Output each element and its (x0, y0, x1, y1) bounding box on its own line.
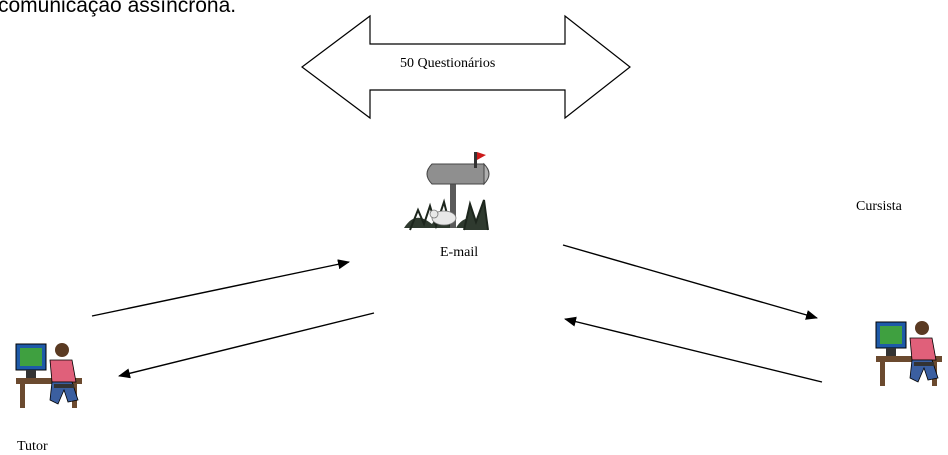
arrow-email-to-cursista (562, 244, 818, 320)
double-arrow-label: 50 Questionários (400, 56, 496, 71)
tutor-computer-icon (15, 343, 82, 408)
email-label: E-mail (440, 245, 479, 260)
arrow-email-to-tutor (118, 312, 375, 379)
cursista-label: Cursista (856, 199, 902, 214)
tutor-label: Tutor (17, 439, 48, 454)
page-heading: comunicação assíncrona. (0, 0, 237, 17)
arrow-cursista-to-email (564, 316, 823, 383)
mailbox-icon (404, 152, 490, 231)
arrow-tutor-to-email (91, 259, 350, 317)
double-arrow-shape (301, 14, 631, 120)
cursista-computer-icon (875, 321, 942, 386)
